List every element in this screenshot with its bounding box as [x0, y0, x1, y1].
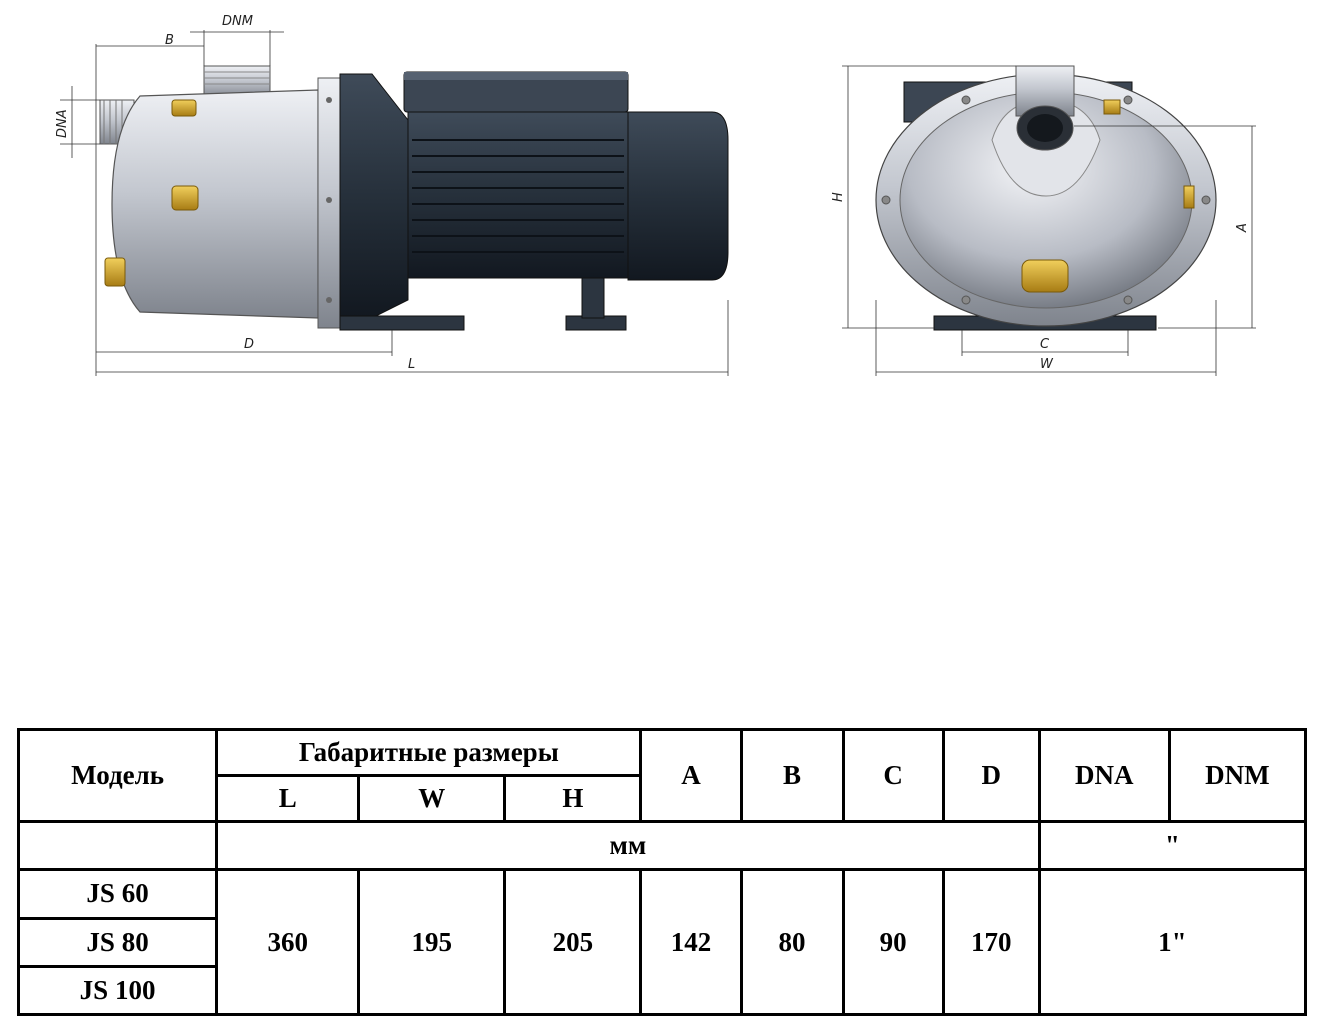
header-model: Модель	[16, 727, 219, 824]
pump-side-view: B DNM DNA D L	[55, 14, 729, 376]
dim-label-L: L	[408, 357, 415, 372]
value-thread: 1"	[1037, 868, 1308, 1016]
dim-label-W: W	[1040, 357, 1054, 372]
unit-blank-cell	[16, 821, 219, 872]
dimensions-table: Модель Габаритные размеры A B C D DNA DN…	[16, 727, 1308, 1017]
model-js80: JS 80	[16, 916, 219, 968]
unit-inch: "	[1037, 820, 1308, 872]
dim-label-C: C	[1040, 337, 1050, 352]
pump-front-view: H A C W	[831, 65, 1256, 376]
value-L: 360	[215, 868, 361, 1016]
header-L: L	[215, 774, 361, 824]
header-H: H	[503, 774, 643, 824]
value-W: 195	[357, 868, 507, 1016]
dim-label-DNM: DNM	[222, 14, 253, 29]
header-DNM: DNM	[1167, 727, 1308, 824]
unit-mm: мм	[215, 820, 1041, 872]
header-DNA: DNA	[1037, 727, 1171, 824]
value-B: 80	[739, 868, 845, 1016]
dim-label-B: B	[165, 33, 174, 48]
header-C: C	[841, 727, 945, 824]
value-D: 170	[941, 868, 1041, 1016]
value-H: 205	[503, 868, 643, 1016]
pump-technical-drawing: B DNM DNA D L	[55, 14, 1256, 376]
value-A: 142	[639, 868, 743, 1016]
header-D: D	[941, 727, 1041, 824]
value-C: 90	[841, 868, 945, 1016]
dim-label-D: D	[244, 337, 254, 352]
header-B: B	[739, 727, 845, 824]
dim-label-H: H	[831, 192, 846, 202]
header-dimensions: Габаритные размеры	[215, 727, 643, 778]
header-W: W	[357, 774, 507, 824]
dim-label-DNA: DNA	[55, 109, 70, 138]
header-A: A	[639, 727, 743, 824]
dim-label-A: A	[1235, 223, 1250, 233]
model-js60: JS 60	[16, 868, 219, 920]
model-js100: JS 100	[16, 964, 219, 1017]
